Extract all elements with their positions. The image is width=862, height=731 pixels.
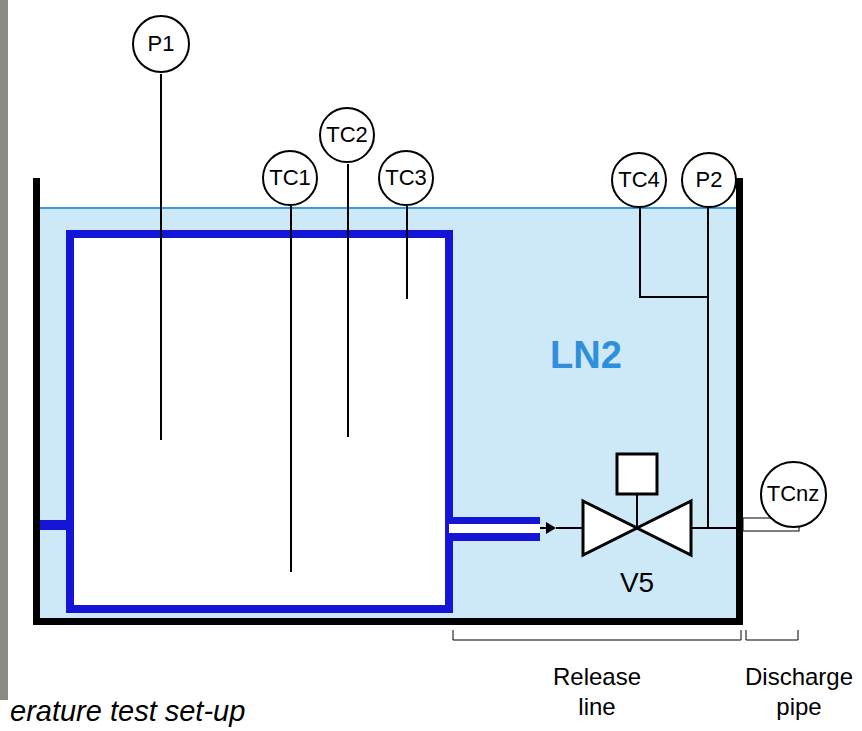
tank-wall [736,178,743,625]
dimension-bracket [453,630,741,640]
sensor-tap [707,206,709,528]
fluid-label: LN2 [550,332,622,380]
instrument-tag: TC1 [269,167,311,189]
sensor-probe [347,164,349,437]
support-pipe [40,520,68,530]
release-line [691,527,736,529]
instrument-circle: TCnz [760,461,827,528]
tank-bottom [33,618,743,625]
instrument-tag: TCnz [767,483,820,505]
sensor-probe [290,206,292,572]
outlet-pipe [449,517,540,541]
sensor-tap [640,206,708,297]
instrument-tag: TC4 [618,169,660,191]
instrument-tag: TC2 [326,124,368,146]
instrument-tag: TC3 [385,167,427,189]
instrument-tag: P1 [148,33,175,55]
ln2-bath [40,208,736,618]
figure-caption: erature test set-up [10,696,245,728]
dimension-bracket [746,630,798,640]
valve-actuator [617,454,657,494]
liquid-surface [40,207,736,209]
section-label: Discharge pipe [742,662,857,722]
test-vessel [70,234,449,609]
release-line [556,527,583,529]
instrument-circle: TC4 [611,152,667,208]
instrument-tag: P2 [696,169,723,191]
photo-edge [0,0,8,700]
valve-tag: V5 [620,565,654,600]
section-label: Release line [550,662,645,722]
valve-body [637,501,691,555]
outlet-bore [449,524,540,533]
instrument-circle: TC2 [319,107,375,163]
sensor-probe [160,74,162,440]
flow-arrow [546,522,556,534]
instrument-circle: TC3 [378,150,434,206]
instrument-circle: TC1 [262,150,318,206]
instrument-circle: P1 [132,15,190,73]
instrument-circle: P2 [681,152,737,208]
valve-stem [636,494,638,528]
sensor-probe [406,206,408,299]
tank-wall [33,178,40,625]
valve-body [583,501,637,555]
